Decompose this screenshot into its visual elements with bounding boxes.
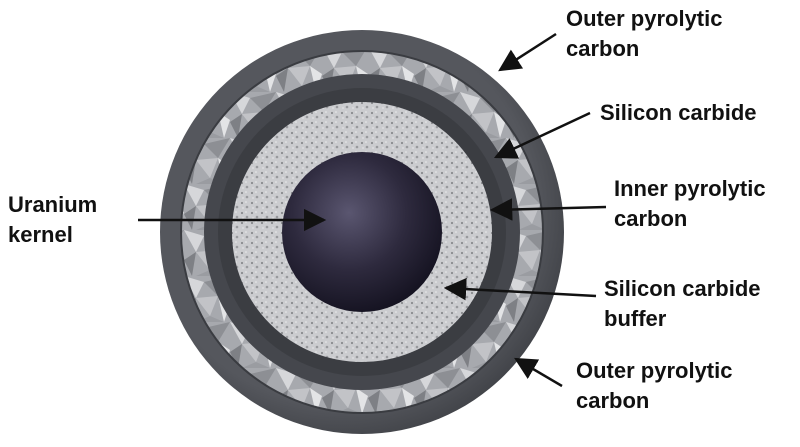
arrow-inner-pyrolytic	[489, 198, 607, 221]
arrow-outer-pyrolytic-top	[498, 32, 557, 72]
label-silicon-carbide: Silicon carbide	[600, 100, 757, 125]
label-outer-pyrolytic-bottom: Outer pyrolytic carbon	[576, 358, 739, 413]
arrow-outer-pyrolytic-bottom	[514, 357, 563, 388]
label-outer-pyrolytic-top: Outer pyrolytic carbon	[566, 6, 729, 61]
label-uranium-kernel: Uranium kernel	[8, 192, 103, 247]
arrow-silicon-carbide-buffer	[443, 277, 597, 301]
label-inner-pyrolytic: Inner pyrolytic carbon	[614, 176, 772, 231]
silicon-carbide-layer-edge	[180, 50, 544, 414]
uranium-kernel	[282, 152, 442, 312]
label-silicon-carbide-buffer: Silicon carbide buffer	[604, 276, 767, 331]
arrow-silicon-carbide	[493, 111, 591, 159]
